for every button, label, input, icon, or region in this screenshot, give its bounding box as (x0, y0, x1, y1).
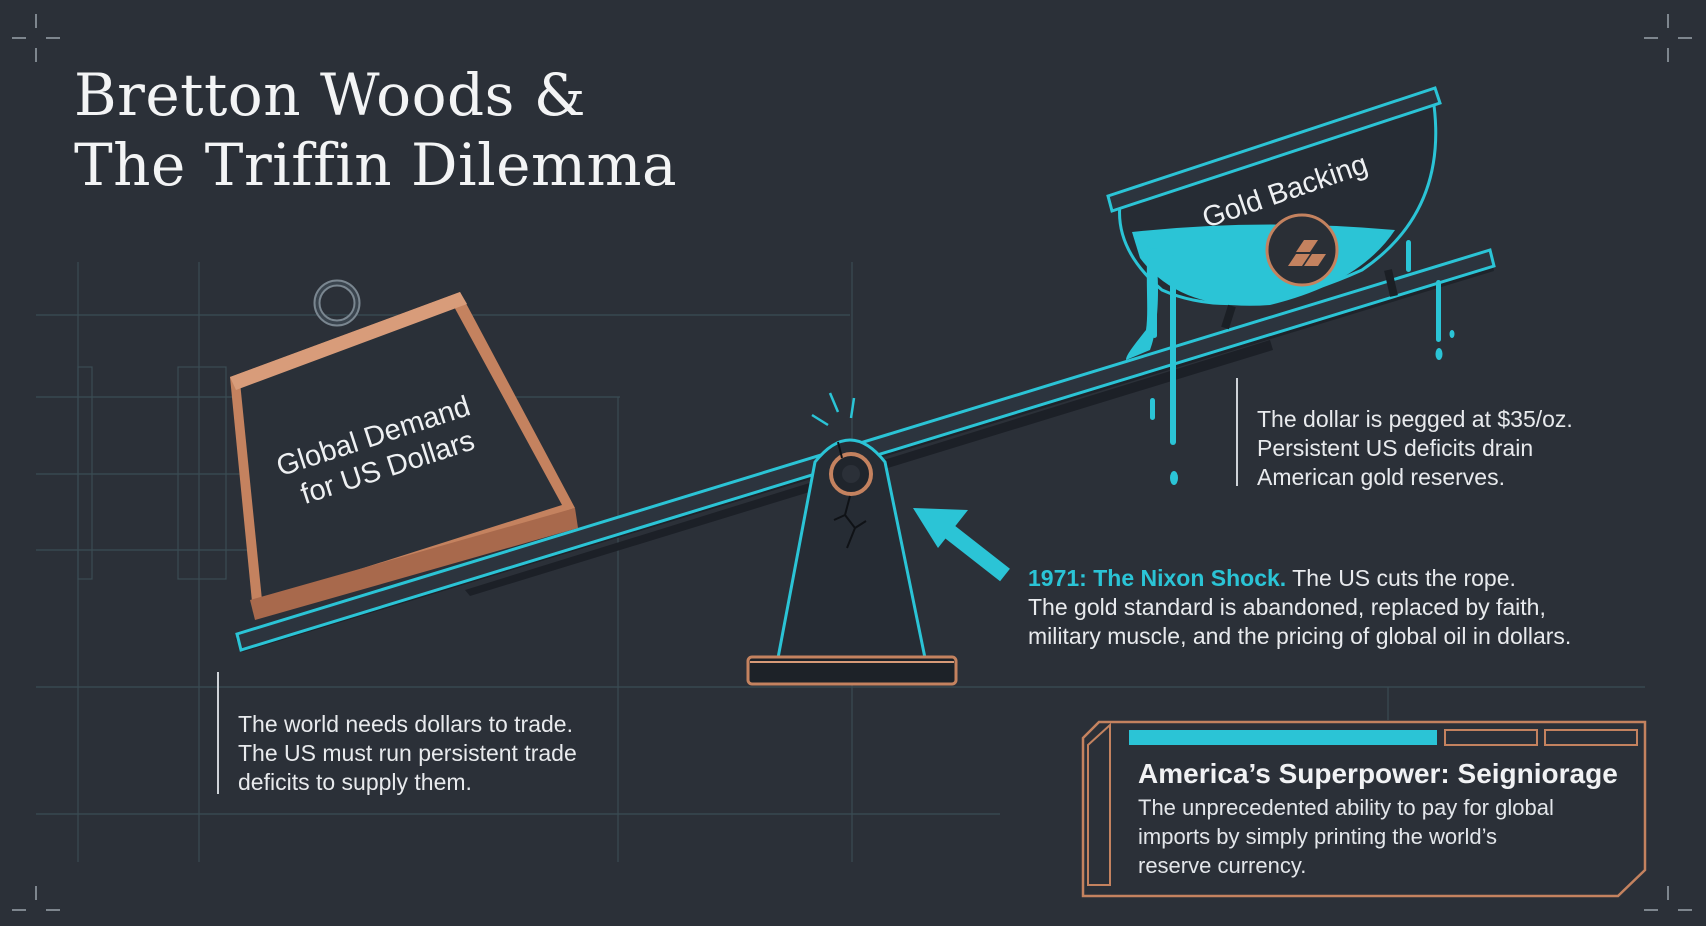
title-line-2: The Triffin Dilemma (74, 131, 678, 199)
left-callout-divider (217, 672, 219, 794)
left-callout-line: deficits to supply them. (238, 769, 472, 795)
right-callout-line: The dollar is pegged at $35/oz. (1257, 406, 1573, 432)
right-callout-line: American gold reserves. (1257, 464, 1505, 490)
nixon-shock-callout: 1971: The Nixon Shock. The US cuts the r… (1028, 564, 1571, 651)
right-callout: The dollar is pegged at $35/oz. Persiste… (1257, 405, 1573, 492)
nixon-line: The gold standard is abandoned, replaced… (1028, 594, 1546, 620)
dollar-demand-weight: Global Demand for US Dollars (230, 279, 578, 620)
nixon-line: military muscle, and the pricing of glob… (1028, 623, 1572, 649)
fulcrum (746, 392, 958, 686)
corner-marks (12, 14, 1692, 911)
seigniorage-heading: America’s Superpower: Seigniorage (1138, 758, 1618, 789)
nixon-highlight: 1971: The Nixon Shock. (1028, 565, 1287, 591)
left-callout-line: The world needs dollars to trade. (238, 711, 573, 737)
seigniorage-body: The unprecedented ability to pay for glo… (1138, 793, 1554, 880)
page-title: Bretton Woods & The Triffin Dilemma (74, 60, 677, 200)
arrow-icon (913, 508, 1010, 582)
seigniorage-line: reserve currency. (1138, 853, 1307, 878)
title-line-1: Bretton Woods & (74, 61, 586, 129)
seigniorage-line: imports by simply printing the world’s (1138, 824, 1498, 849)
nixon-lead: The US cuts the rope. (1286, 565, 1516, 591)
right-callout-line: Persistent US deficits drain (1257, 435, 1534, 461)
seigniorage-panel-frame (1081, 720, 1647, 898)
background-grid (36, 262, 1645, 862)
gold-backing-bowl: Gold Backing (1106, 86, 1455, 485)
nixon-first-line: 1971: The Nixon Shock. The US cuts the r… (1028, 564, 1571, 593)
panel-progress-fill (1129, 730, 1437, 745)
gold-bars-icon (1288, 240, 1326, 266)
drip-left (1126, 245, 1158, 360)
seigniorage-line: The unprecedented ability to pay for glo… (1138, 795, 1554, 820)
left-callout-line: The US must run persistent trade (238, 740, 577, 766)
left-callout: The world needs dollars to trade. The US… (238, 710, 577, 797)
right-callout-divider (1236, 378, 1238, 486)
